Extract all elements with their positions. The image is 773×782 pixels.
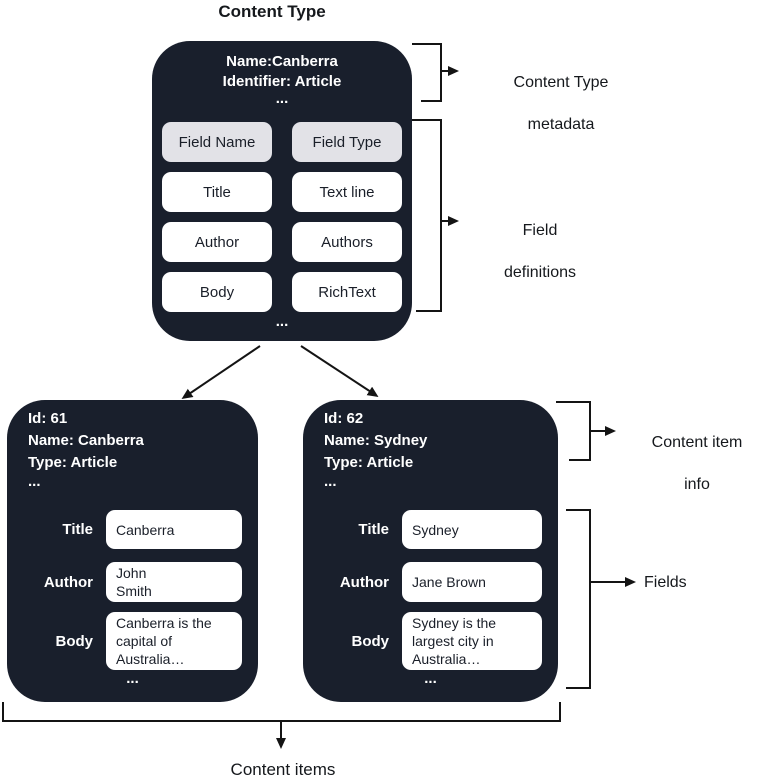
field-value: Canberra is the capital of Australia… (106, 612, 242, 670)
item-field-row: Author John Smith (7, 562, 242, 602)
bracket-content-items (2, 702, 561, 722)
item-field-row: Body Canberra is the capital of Australi… (7, 612, 242, 670)
diagram-title: Content Type (218, 2, 326, 21)
field-label: Body (351, 632, 390, 650)
field-label: Author (43, 573, 93, 591)
content-item-info-callout: Content item info (627, 411, 767, 516)
content-item-info-block: Id: 61 Name: Canberra Type: Article ... (28, 408, 144, 490)
callout-line: Content Type (513, 74, 609, 91)
content-type-box: Name:Canberra Identifier: Article ... Fi… (152, 41, 412, 341)
item-field-row: Author Jane Brown (303, 562, 542, 602)
content-items-label: Content items (230, 760, 336, 779)
field-label: Title (358, 521, 389, 538)
field-type-cell: Text line (292, 172, 402, 212)
field-name-cell: Body (162, 272, 272, 312)
field-type-cell: RichText (292, 272, 402, 312)
field-label: Author (339, 573, 389, 591)
item-id: Id: 62 (324, 410, 364, 427)
item-footer-ellipsis: ... (424, 670, 437, 687)
content-type-name: Name:Canberra (226, 53, 338, 70)
item-type: Type: Article (28, 454, 118, 471)
item-field-row: Body Sydney is the largest city in Austr… (303, 612, 542, 670)
field-type-cell: Authors (292, 222, 402, 262)
field-name-cell: Author (162, 222, 272, 262)
item-id: Id: 61 (28, 410, 68, 427)
field-definitions-callout: Field definitions (480, 199, 600, 304)
content-type-meta-ellipsis: ... (275, 90, 289, 107)
field-value: Sydney (402, 510, 542, 549)
bracket-content-type-metadata (412, 43, 442, 102)
field-name-cell: Title (162, 172, 272, 212)
item-name: Name: Canberra (28, 432, 144, 449)
item-info-ellipsis: ... (324, 473, 337, 490)
callout-line: Field (522, 222, 558, 239)
content-type-identifier: Identifier: Article (222, 73, 342, 90)
callout-line: metadata (527, 116, 595, 133)
bracket-fields (566, 509, 591, 689)
item-info-ellipsis: ... (28, 473, 41, 490)
field-name-header-cell: Field Name (162, 122, 272, 162)
item-field-row: Title Sydney (303, 510, 542, 549)
content-item-info-block: Id: 62 Name: Sydney Type: Article ... (324, 408, 427, 490)
field-value: Sydney is the largest city in Australia… (402, 612, 542, 670)
field-value: Canberra (106, 510, 242, 549)
arrow-to-item-62 (300, 345, 379, 397)
bracket-content-item-info (556, 401, 591, 461)
content-item-box-62: Id: 62 Name: Sydney Type: Article ... Ti… (303, 400, 558, 702)
field-type-header-cell: Field Type (292, 122, 402, 162)
item-type: Type: Article (324, 454, 414, 471)
callout-line: definitions (503, 264, 577, 281)
bracket-field-definitions (412, 119, 442, 312)
field-value: John Smith (106, 562, 242, 602)
item-field-row: Title Canberra (7, 510, 242, 549)
item-name: Name: Sydney (324, 432, 428, 449)
content-type-footer-ellipsis: ... (275, 313, 289, 330)
content-type-metadata-callout: Content Type metadata (486, 51, 636, 156)
item-footer-ellipsis: ... (126, 670, 139, 687)
field-label: Body (55, 632, 94, 650)
content-type-metadata-block: Name:Canberra Identifier: Article ... (152, 52, 412, 106)
arrow-to-item-61 (181, 345, 261, 400)
fields-callout: Fields (644, 574, 687, 591)
field-label: Title (62, 521, 93, 538)
callout-line: Content item (651, 434, 743, 451)
field-value: Jane Brown (402, 562, 542, 602)
callout-line: info (684, 476, 710, 493)
content-item-box-61: Id: 61 Name: Canberra Type: Article ... … (7, 400, 258, 702)
